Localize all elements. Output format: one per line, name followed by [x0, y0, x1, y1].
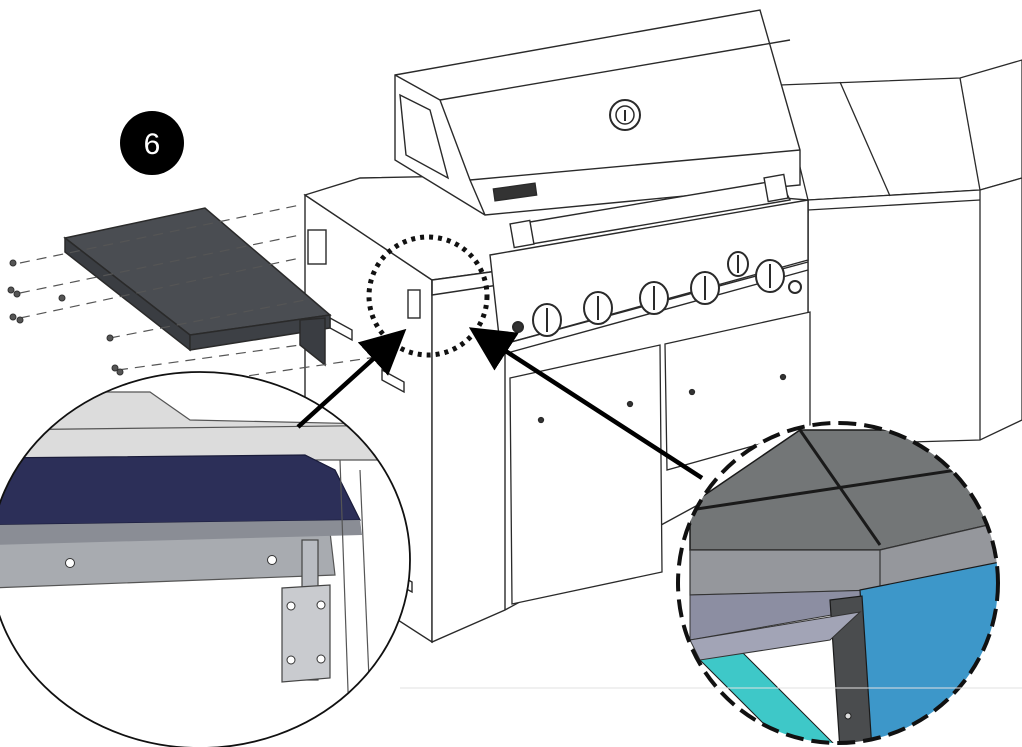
screw-icon [7, 286, 15, 294]
screws [7, 259, 124, 376]
control-knob-icon [639, 281, 669, 315]
magnify-circle-icon [366, 234, 490, 358]
right-detail-view [676, 421, 1000, 745]
pointer-arrow-icon [468, 327, 704, 480]
grill-head [394, 9, 809, 356]
screw-icon [9, 313, 17, 321]
control-knob-icon [532, 303, 562, 337]
screw-icon [111, 364, 119, 372]
left-detail-view [0, 371, 411, 747]
control-knob-icon [690, 271, 720, 305]
pointer-arrow-icon [296, 328, 407, 429]
step-number-text: 6 [144, 128, 161, 161]
pointer-arrows [296, 327, 704, 480]
cabinet-doors [509, 311, 811, 605]
screw-icon [106, 334, 114, 342]
side-shelf [63, 207, 332, 367]
right-side-cabinet [779, 59, 1022, 446]
step-number-badge: 6 [120, 111, 184, 175]
control-knob-icon [583, 291, 613, 325]
screw-icon [9, 259, 17, 267]
screw-icon [16, 316, 24, 324]
control-knob-icon [755, 259, 785, 293]
screw-icon [116, 368, 124, 376]
screw-icon [58, 294, 66, 302]
control-knob-icon [727, 251, 749, 277]
screw-icon [13, 290, 21, 298]
